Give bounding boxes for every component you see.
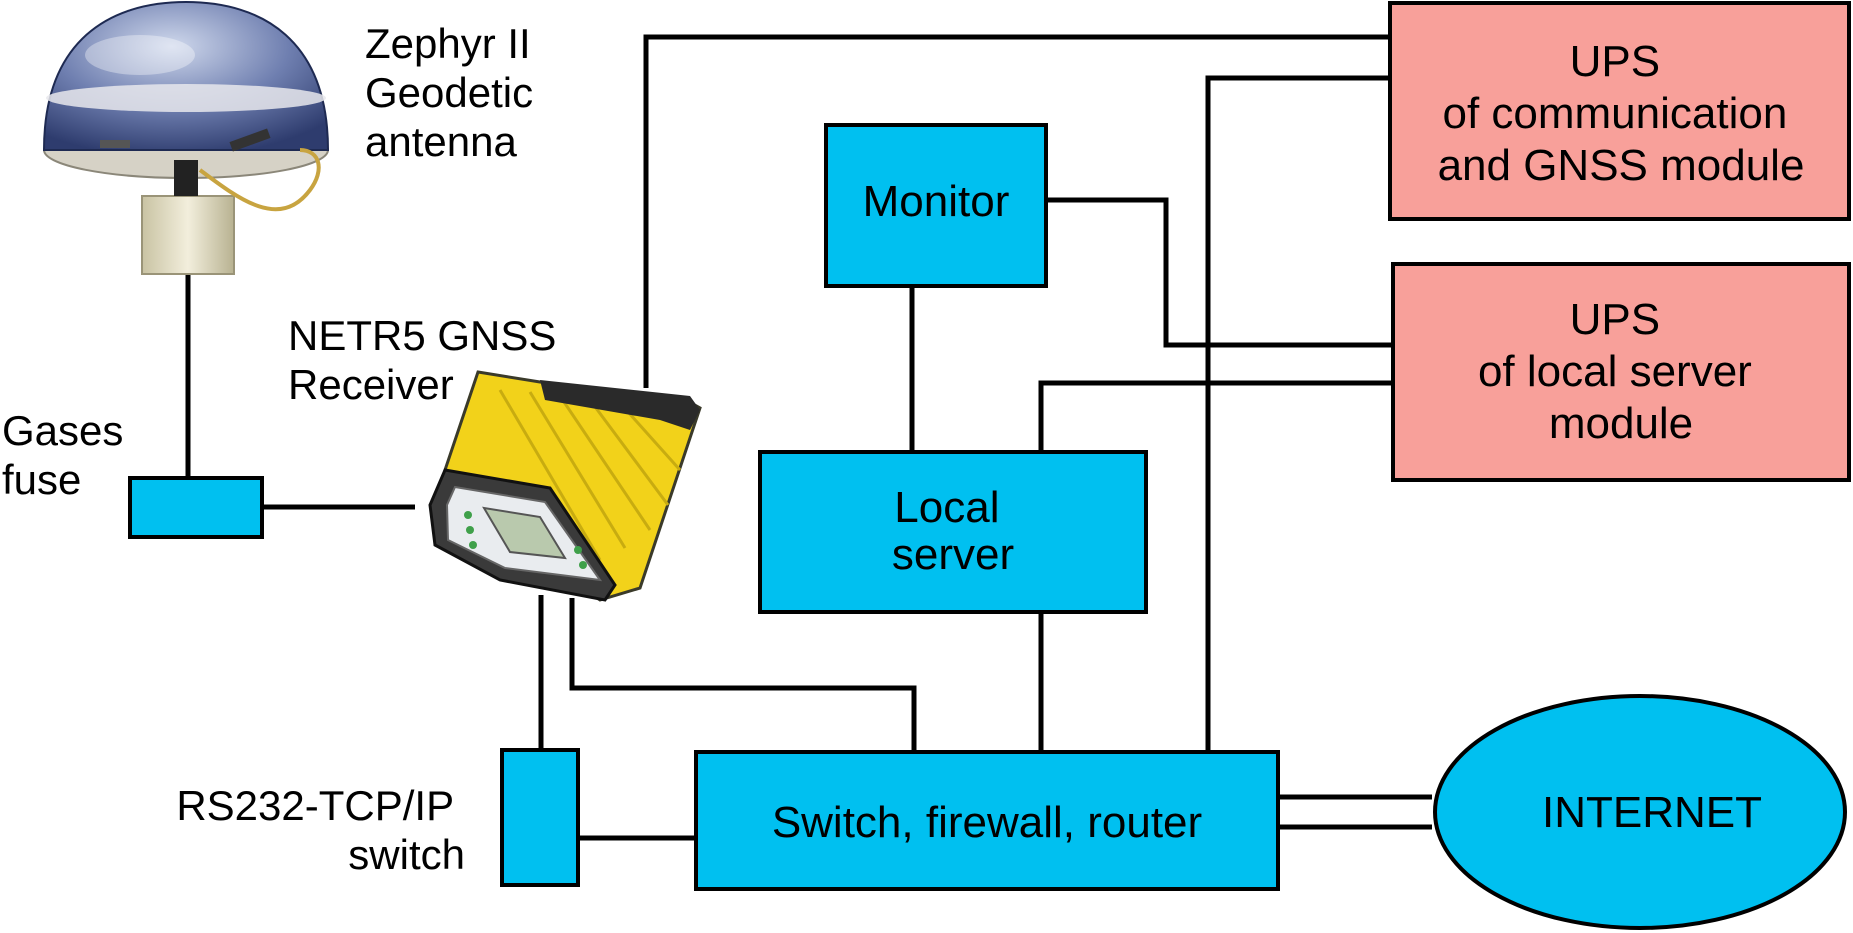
receiver-label: NETR5 GNSS Receiver [288, 312, 568, 408]
wire-switch-ups-comm [1205, 75, 1390, 752]
wire-receiver-ups-comm [643, 34, 1390, 388]
internet-label: INTERNET [1542, 788, 1762, 837]
gases-fuse-box [128, 476, 264, 539]
receiver-icon [428, 370, 702, 602]
monitor-label: Monitor [863, 177, 1010, 226]
local-server-box [758, 450, 1148, 614]
wire-receiver-switch [569, 598, 917, 752]
monitor-box [824, 123, 1048, 288]
connection-lines [185, 34, 1432, 841]
antenna-label: Zephyr II Geodetic antenna [365, 20, 545, 165]
switch-router-label: Switch, firewall, router [772, 798, 1202, 847]
rs232-label: RS232-TCP/IP switch [176, 782, 465, 878]
ups-comm-box [1388, 1, 1851, 221]
internet-ellipse [1433, 694, 1847, 930]
rs232-switch-box [500, 748, 580, 887]
ups-server-box [1391, 262, 1851, 482]
ups-comm-label: UPS of communication and GNSS module [1438, 37, 1805, 190]
local-server-label: Local server [892, 483, 1014, 579]
wire-server-ups-server [1038, 380, 1393, 452]
fuse-label: Gases fuse [2, 407, 135, 503]
switch-router-box [694, 750, 1280, 891]
antenna-icon [42, 0, 330, 275]
wire-monitor-ups-server [1047, 197, 1393, 348]
ups-server-label: UPS of local server module [1478, 295, 1764, 448]
